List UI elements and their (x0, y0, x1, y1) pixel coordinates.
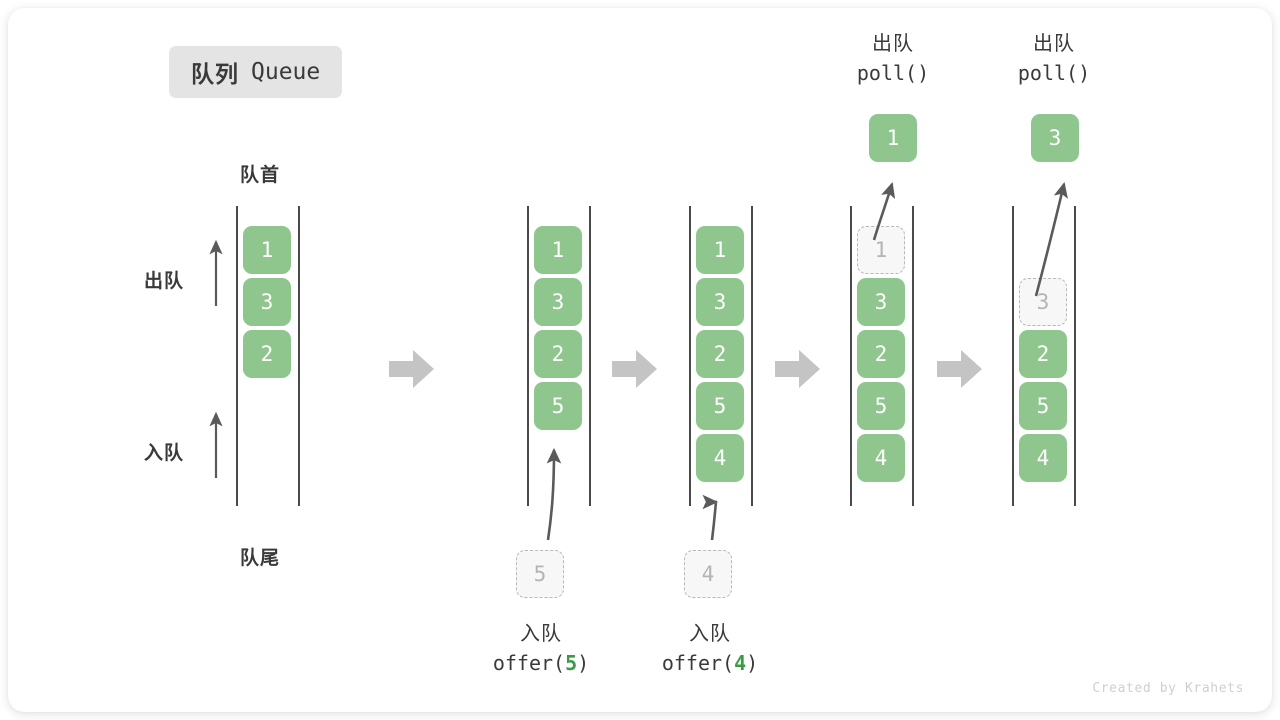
diagram-card: 队列 Queue 队首 队尾 出队 入队 1 3 2 1 3 2 5 5 入队 … (8, 8, 1272, 712)
step-transition-arrow (389, 350, 434, 388)
step-5-caption-cn: 出队 (1033, 33, 1075, 55)
queue-cell: 5 (534, 382, 582, 430)
step-2-caption-cn: 入队 (520, 623, 562, 645)
queue-rail-right-3 (751, 206, 753, 506)
queue-cell: 2 (1019, 330, 1067, 378)
queue-cell: 1 (534, 226, 582, 274)
queue-rail-right-1 (298, 206, 300, 506)
queue-cell: 4 (857, 434, 905, 482)
queue-cell: 4 (1019, 434, 1067, 482)
queue-rail-left-5 (1012, 206, 1014, 506)
queue-rail-right-4 (912, 206, 914, 506)
queue-cell: 2 (857, 330, 905, 378)
queue-cell: 5 (696, 382, 744, 430)
enqueue-arrow-5 (546, 447, 562, 541)
queue-cell: 1 (243, 226, 291, 274)
queue-cell: 3 (534, 278, 582, 326)
step-3-caption-cn: 入队 (689, 623, 731, 645)
step-2-caption: 入队 offer(5) (451, 620, 631, 678)
queue-cell: 2 (696, 330, 744, 378)
dequeue-direction-label: 出队 (144, 271, 185, 292)
step-2-caption-code: offer(5) (492, 651, 590, 675)
title-badge: 队列 Queue (169, 46, 343, 98)
diagram-stage: 队列 Queue 队首 队尾 出队 入队 1 3 2 1 3 2 5 5 入队 … (8, 8, 1272, 712)
queue-cell: 1 (857, 226, 905, 274)
queue-rear-label: 队尾 (240, 548, 281, 569)
step-4-caption: 出队 poll() (813, 30, 973, 88)
queue-cell: 3 (1019, 278, 1067, 326)
step-4-caption-cn: 出队 (872, 33, 914, 55)
queue-cell: 3 (696, 278, 744, 326)
enqueue-arrow-4 (708, 488, 724, 541)
incoming-element: 4 (684, 550, 732, 598)
step-5-caption: 出队 poll() (974, 30, 1134, 88)
queue-rail-right-2 (589, 206, 591, 506)
step-4-caption-code: poll() (856, 61, 930, 85)
queue-rail-left-4 (850, 206, 852, 506)
queue-cell: 2 (243, 330, 291, 378)
step-transition-arrow (612, 350, 657, 388)
queue-cell: 5 (857, 382, 905, 430)
queue-cell: 5 (1019, 382, 1067, 430)
title-en: Queue (251, 59, 321, 85)
enqueue-direction-label: 入队 (144, 443, 185, 464)
watermark: Created by Krahets (1092, 681, 1244, 696)
queue-rail-left-1 (236, 206, 238, 506)
step-transition-arrow (937, 350, 982, 388)
incoming-element: 5 (516, 550, 564, 598)
queue-cell: 4 (696, 434, 744, 482)
queue-cell: 3 (243, 278, 291, 326)
queue-rail-left-2 (527, 206, 529, 506)
queue-rail-right-5 (1074, 206, 1076, 506)
step-transition-arrow (775, 350, 820, 388)
step-3-caption: 入队 offer(4) (620, 620, 800, 678)
queue-cell: 1 (696, 226, 744, 274)
queue-rail-left-3 (689, 206, 691, 506)
step-5-caption-code: poll() (1017, 61, 1091, 85)
queue-cell: 2 (534, 330, 582, 378)
step-3-caption-code: offer(4) (661, 651, 759, 675)
dequeued-element: 1 (869, 114, 917, 162)
title-cn: 队列 (191, 61, 239, 87)
dequeued-element: 3 (1031, 114, 1079, 162)
queue-cell: 3 (857, 278, 905, 326)
queue-front-label: 队首 (240, 165, 281, 186)
